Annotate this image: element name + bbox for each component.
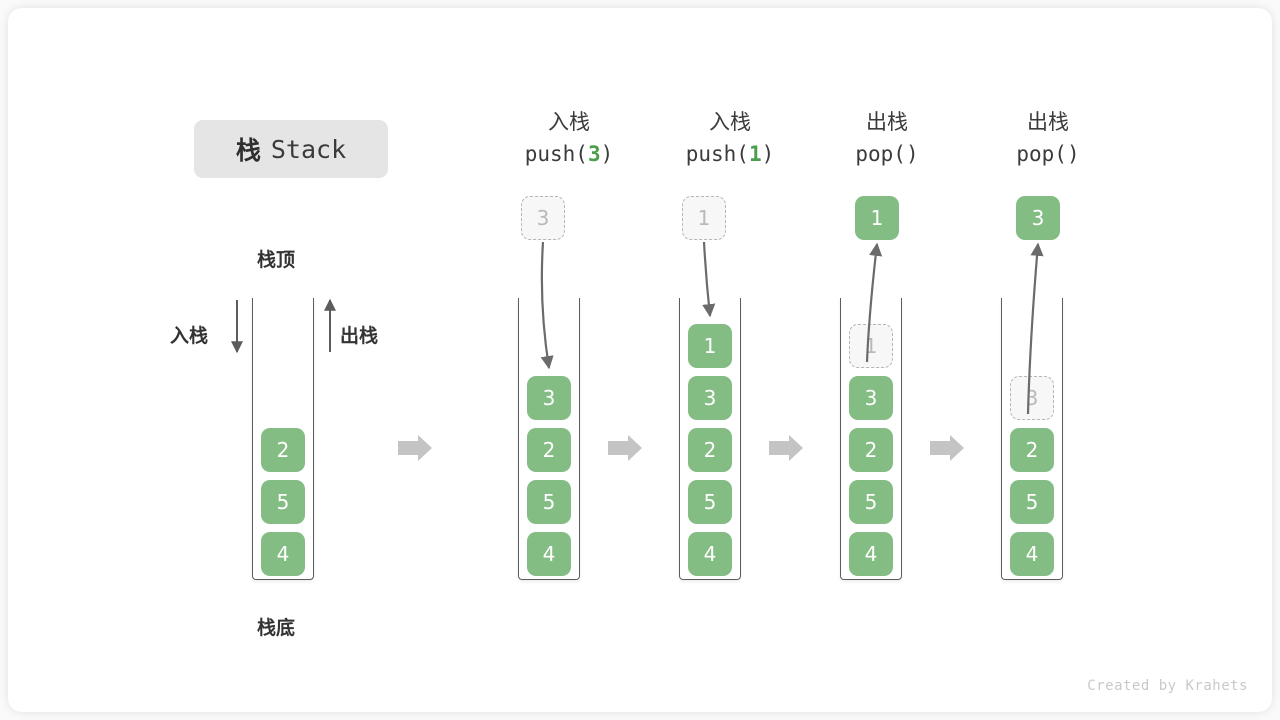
stack-cell-push-3-2: 2 <box>527 428 571 472</box>
floating-cell-pop-3: 3 <box>1016 196 1060 240</box>
stack-ghost-cell-pop-1: 1 <box>849 324 893 368</box>
stack-cell-push-1-3: 3 <box>688 376 732 420</box>
column-header-pop-1: 出栈 pop() <box>787 108 987 169</box>
flow-arrow-4 <box>930 435 964 461</box>
pop-side-label: 出栈 <box>340 325 379 347</box>
floating-cell-push-3: 3 <box>521 196 565 240</box>
stack-cell-pop-3-4: 4 <box>1010 532 1054 576</box>
column-header-zh: 入栈 <box>548 110 590 134</box>
stack-cell-initial-2: 2 <box>261 428 305 472</box>
column-header-push-1: 入栈 push(1) <box>630 108 830 169</box>
title-zh: 栈 <box>235 136 261 165</box>
stack-bottom-label: 栈底 <box>257 617 296 639</box>
stack-top-label: 栈顶 <box>257 249 296 271</box>
column-header-push-3: 入栈 push(3) <box>469 108 669 169</box>
column-header-pop-3: 出栈 pop() <box>948 108 1148 169</box>
flow-arrow-3 <box>769 435 803 461</box>
stack-cell-push-1-1: 1 <box>688 324 732 368</box>
stack-ghost-cell-pop-3: 3 <box>1010 376 1054 420</box>
stack-cell-pop-1-5: 5 <box>849 480 893 524</box>
stack-cell-pop-1-2: 2 <box>849 428 893 472</box>
stack-cell-push-3-3: 3 <box>527 376 571 420</box>
title-en: Stack <box>270 134 347 164</box>
stack-cell-initial-4: 4 <box>261 532 305 576</box>
stack-tube-initial <box>252 298 314 580</box>
column-header-zh: 入栈 <box>709 110 751 134</box>
flow-arrow-1 <box>398 435 432 461</box>
column-header-op: push(1) <box>685 142 775 167</box>
floating-cell-pop-1: 1 <box>855 196 899 240</box>
diagram-title-badge: 栈 Stack <box>194 120 388 178</box>
stack-cell-pop-1-3: 3 <box>849 376 893 420</box>
stack-tube-push-3 <box>518 298 580 580</box>
stack-cell-push-1-2: 2 <box>688 428 732 472</box>
stack-tube-pop-3 <box>1001 298 1063 580</box>
stack-cell-push-3-4: 4 <box>527 532 571 576</box>
stack-cell-push-1-5: 5 <box>688 480 732 524</box>
credit-text: Created by Krahets <box>1087 678 1248 694</box>
column-header-zh: 出栈 <box>866 110 908 134</box>
column-header-op: pop() <box>1016 142 1080 167</box>
diagram-canvas: 栈 Stack 入栈 push(3) 入栈 push(1) 出栈 pop() 出… <box>8 8 1272 712</box>
stack-cell-pop-3-2: 2 <box>1010 428 1054 472</box>
column-header-zh: 出栈 <box>1027 110 1069 134</box>
stack-tube-pop-1 <box>840 298 902 580</box>
stack-cell-push-3-5: 5 <box>527 480 571 524</box>
stack-cell-pop-1-4: 4 <box>849 532 893 576</box>
push-side-label: 入栈 <box>170 325 209 347</box>
stack-cell-pop-3-5: 5 <box>1010 480 1054 524</box>
column-header-op: push(3) <box>524 142 614 167</box>
stack-cell-initial-5: 5 <box>261 480 305 524</box>
column-header-op: pop() <box>855 142 919 167</box>
flow-arrow-2 <box>608 435 642 461</box>
stack-cell-push-1-4: 4 <box>688 532 732 576</box>
floating-cell-push-1: 1 <box>682 196 726 240</box>
stack-tube-push-1 <box>679 298 741 580</box>
